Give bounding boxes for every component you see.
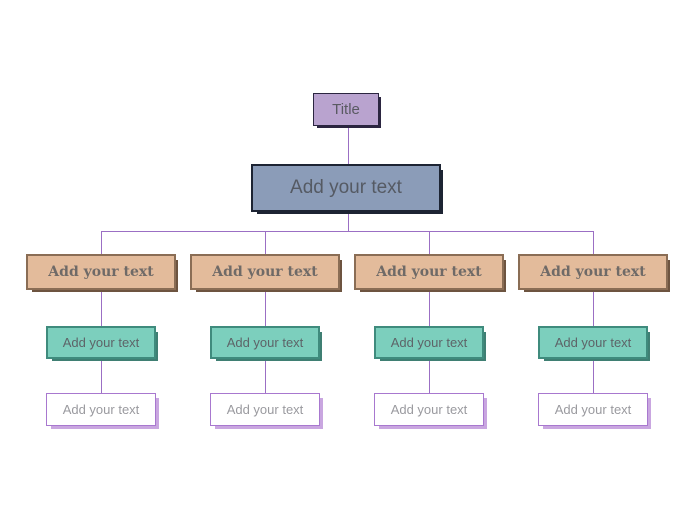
connector-branch-to-sub-4	[593, 290, 594, 326]
connector-bus-drop-2	[265, 231, 266, 254]
connector-sub-to-leaf-4	[593, 359, 594, 393]
connector-bus-drop-1	[101, 231, 102, 254]
connector-bus-drop-4	[593, 231, 594, 254]
node-sub-1[interactable]: Add your text	[46, 326, 156, 359]
node-leaf-1[interactable]: Add your text	[46, 393, 156, 426]
node-leaf-2[interactable]: Add your text	[210, 393, 320, 426]
connector-horizontal-bus	[101, 231, 593, 232]
connector-sub-to-leaf-2	[265, 359, 266, 393]
connector-bus-drop-3	[429, 231, 430, 254]
node-leaf-4[interactable]: Add your text	[538, 393, 648, 426]
node-sub-3[interactable]: Add your text	[374, 326, 484, 359]
connector-sub-to-leaf-3	[429, 359, 430, 393]
node-title[interactable]: Title	[313, 93, 379, 126]
connector-branch-to-sub-3	[429, 290, 430, 326]
connector-branch-to-sub-1	[101, 290, 102, 326]
node-leaf-3[interactable]: Add your text	[374, 393, 484, 426]
node-branch-1[interactable]: Add your text	[26, 254, 176, 290]
node-sub-2[interactable]: Add your text	[210, 326, 320, 359]
connector-main-to-bus	[348, 212, 349, 231]
connector-title-to-main	[348, 126, 349, 164]
connector-sub-to-leaf-1	[101, 359, 102, 393]
node-main[interactable]: Add your text	[251, 164, 441, 212]
node-branch-2[interactable]: Add your text	[190, 254, 340, 290]
connector-branch-to-sub-2	[265, 290, 266, 326]
node-sub-4[interactable]: Add your text	[538, 326, 648, 359]
node-branch-4[interactable]: Add your text	[518, 254, 668, 290]
node-branch-3[interactable]: Add your text	[354, 254, 504, 290]
